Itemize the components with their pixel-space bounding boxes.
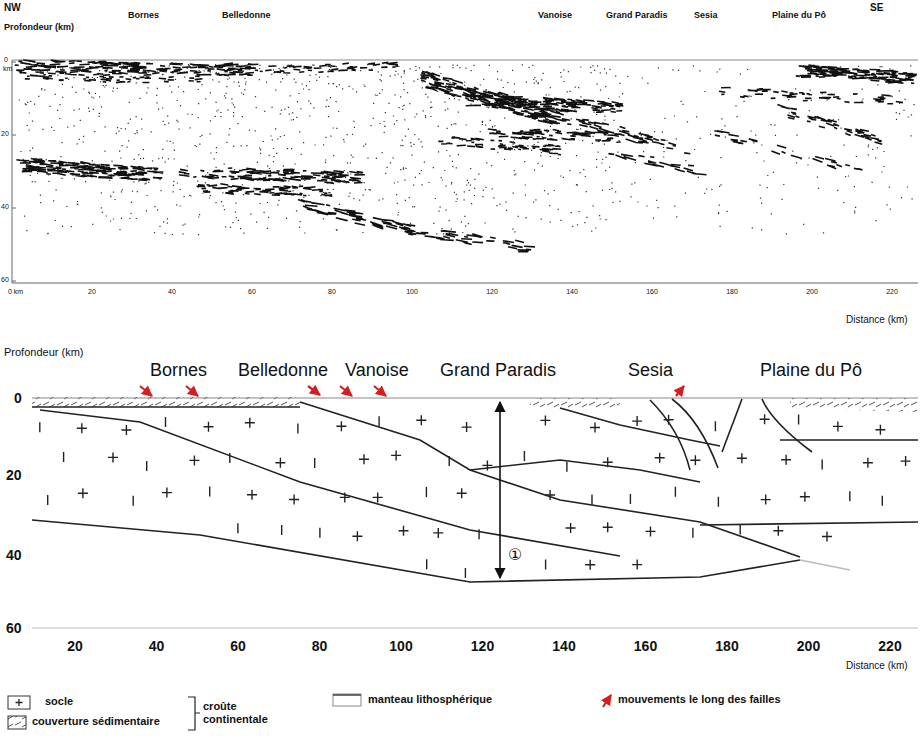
tick-label: 220	[878, 638, 901, 654]
cross-section	[32, 397, 918, 628]
region-name: Grand Paradis	[606, 10, 668, 20]
bracket-label: croûte continentale	[203, 700, 285, 725]
tick-label: 40	[1, 203, 9, 211]
tick-label: 60	[230, 638, 246, 654]
moho-line	[800, 560, 850, 570]
tick-label: 40	[6, 547, 22, 563]
tick-label: 0 km	[8, 288, 23, 296]
tick-label: 60	[248, 288, 256, 296]
seismic-reflectors	[15, 60, 917, 252]
tick-label: 40	[149, 638, 165, 654]
moho-line	[32, 520, 800, 582]
socle-swatch	[16, 699, 23, 706]
tick-label: 180	[726, 288, 738, 296]
seismic-speckle	[19, 64, 915, 235]
cover-swatch	[8, 716, 26, 729]
legend-label: mouvements le long des failles	[618, 693, 781, 706]
tick-label: 100	[406, 288, 418, 296]
tick-label: 0	[4, 56, 8, 64]
direction-label: SE	[870, 2, 883, 14]
reflector-dashes	[15, 60, 917, 252]
tick-label: km	[3, 65, 12, 73]
region-name: Sesia	[694, 10, 718, 20]
fault-arrow-swatch	[603, 695, 611, 707]
tick-label: 60	[1, 276, 9, 284]
tick-label: 200	[806, 288, 818, 296]
region-name: Belledonne	[238, 360, 328, 381]
sediment-cover	[790, 398, 918, 412]
region-name: Belledonne	[222, 10, 271, 20]
thickness-arrow	[499, 402, 501, 578]
axis-line	[32, 627, 918, 628]
legend-label: couverture sédimentaire	[32, 715, 160, 728]
thrust-line	[470, 460, 700, 482]
thrust-line	[300, 402, 800, 557]
tick-label: 160	[634, 638, 657, 654]
fault-line	[762, 399, 812, 452]
basement-symbols	[40, 414, 911, 578]
region-name: Grand Paradis	[440, 360, 556, 381]
tick-label: 80	[328, 288, 336, 296]
tick-label: 220	[886, 288, 898, 296]
tick-label: 20	[88, 288, 96, 296]
sediment-cover	[530, 398, 620, 410]
basement-top	[32, 406, 300, 408]
axis-title: Distance (km)	[846, 314, 908, 326]
tick-label: 160	[646, 288, 658, 296]
tick-label: 20	[6, 467, 22, 483]
seismic-frame	[12, 60, 918, 283]
tick-label: 60	[6, 620, 22, 636]
basement-cross	[40, 414, 911, 578]
region-name: Bornes	[150, 360, 207, 381]
axis-title: Distance (km)	[846, 660, 908, 672]
mantle-swatch	[333, 694, 361, 706]
tick-label: 20	[1, 130, 9, 138]
tick-label: 140	[552, 638, 575, 654]
socle-swatch	[8, 696, 30, 709]
tick-label: 200	[797, 638, 820, 654]
tick-label: 0	[14, 390, 22, 406]
tick-label: 20	[67, 638, 83, 654]
tick-label: 140	[566, 288, 578, 296]
legend-bracket	[188, 697, 200, 730]
axis-title: Profondeur (km)	[4, 346, 83, 359]
axis-title: Profondeur (km)	[4, 22, 74, 32]
adria-moho	[700, 522, 918, 525]
legend-samples	[8, 694, 611, 730]
fault-line	[722, 399, 742, 452]
fault-line	[780, 439, 918, 441]
region-name: Vanoise	[538, 10, 572, 20]
tick-label: 40	[168, 288, 176, 296]
tick-label: 100	[389, 638, 412, 654]
region-name: Sesia	[628, 360, 673, 381]
legend-label: manteau lithosphérique	[368, 693, 492, 706]
mantle-swatch	[333, 694, 361, 696]
tick-label: 80	[312, 638, 328, 654]
region-name: Plaine du Pô	[760, 360, 862, 381]
surface-line	[32, 398, 918, 399]
region-name: Plaine du Pô	[772, 10, 826, 20]
region-name: Bornes	[128, 10, 159, 20]
legend-label: socle	[45, 695, 73, 708]
direction-label: NW	[4, 2, 21, 14]
thrust-line	[560, 408, 720, 446]
region-name: Vanoise	[345, 360, 409, 381]
fault-movement-arrows	[140, 386, 684, 396]
tick-label: 180	[715, 638, 738, 654]
tick-label: 120	[471, 638, 494, 654]
callout-number: ①	[506, 546, 524, 564]
tick-label: 120	[486, 288, 498, 296]
